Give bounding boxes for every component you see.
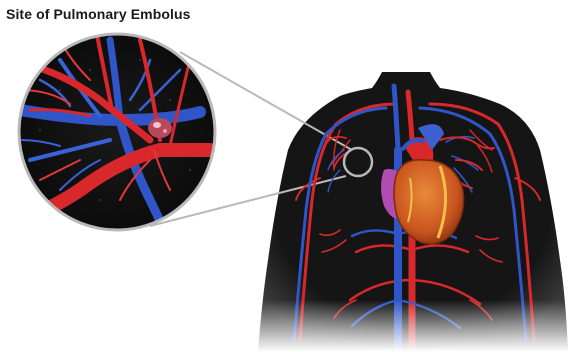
- magnified-inset: [10, 30, 215, 240]
- embolus: [148, 118, 172, 138]
- bottom-fade: [240, 300, 575, 352]
